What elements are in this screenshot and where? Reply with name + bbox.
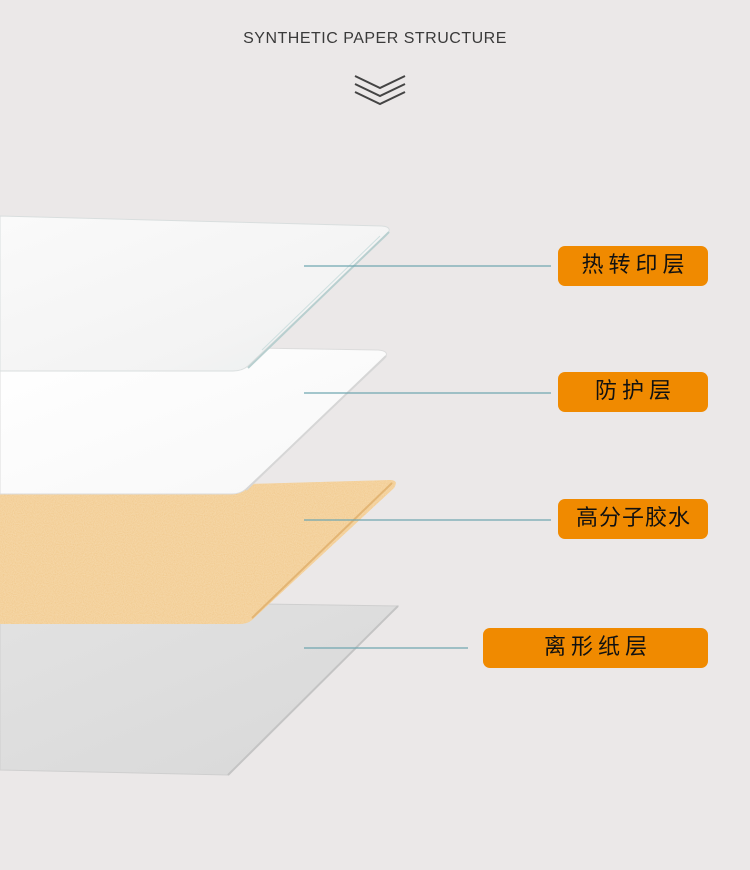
release-paper-layer [0, 599, 400, 776]
glue-layer [0, 480, 396, 624]
heat-transfer-layer [0, 215, 390, 372]
layer-label-polymer-glue: 高分子胶水 [558, 499, 708, 539]
layer-label-heat-transfer: 热转印层 [558, 246, 708, 286]
layer-label-protective: 防护层 [558, 372, 708, 412]
chevron-down-icon [354, 75, 406, 106]
protective-layer [0, 343, 387, 495]
page-title: SYNTHETIC PAPER STRUCTURE [243, 30, 507, 47]
layer-label-release-paper: 离形纸层 [483, 628, 708, 668]
